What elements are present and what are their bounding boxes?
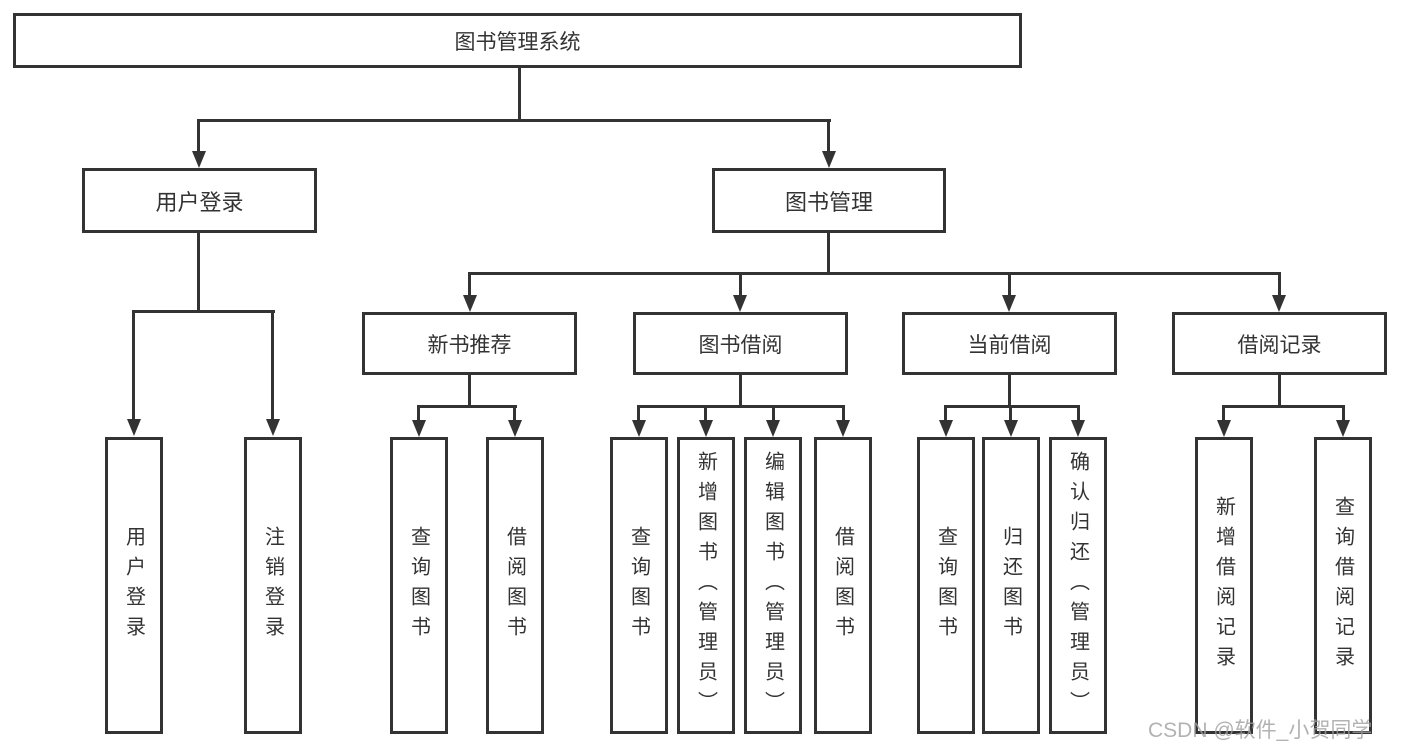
arrowhead-g4-leaf1 — [1217, 420, 1231, 437]
connector-group4-stem — [1278, 375, 1281, 408]
arrowhead-g2-leaf2 — [699, 420, 713, 437]
connector-login-drop — [197, 119, 200, 153]
leaf-g2-borrow-books-label: 借阅图书 — [831, 525, 854, 646]
connector-g3-leaf3-drop — [1077, 405, 1080, 423]
node-borrow-records-label: 借阅记录 — [1237, 333, 1322, 357]
connector-group1-stem — [468, 375, 471, 408]
arrowhead-g2-leaf3 — [766, 420, 780, 437]
node-book-borrow-label: 图书借阅 — [698, 333, 783, 357]
node-user-login-label: 用户登录 — [155, 189, 244, 215]
connector-g2-leaf3-drop — [772, 405, 775, 423]
leaf-g2-borrow-books: 借阅图书 — [814, 437, 872, 734]
connector-mgmt-drop — [827, 119, 830, 153]
node-new-book-recommend-label: 新书推荐 — [427, 333, 512, 357]
connector-group2-hline — [637, 405, 845, 408]
leaf-user-login: 用户登录 — [105, 437, 163, 734]
connector-group4-hline — [1222, 405, 1345, 408]
connector-login-leaf2-drop — [271, 310, 274, 420]
leaf-g4-query-borrow-record: 查询借阅记录 — [1314, 437, 1372, 734]
leaf-g2-query-books-label: 查询图书 — [627, 525, 650, 646]
arrowhead-g3-leaf2 — [1004, 420, 1018, 437]
connector-group1-hline — [417, 405, 517, 408]
leaf-g4-add-borrow-record: 新增借阅记录 — [1195, 437, 1253, 734]
connector-group2-stem — [739, 375, 742, 408]
leaf-user-login-label: 用户登录 — [122, 525, 145, 646]
leaf-g1-query-books: 查询图书 — [390, 437, 448, 734]
leaf-g3-confirm-return-admin: 确认归还（管理员） — [1049, 437, 1107, 734]
node-current-borrow: 当前借阅 — [902, 312, 1117, 375]
connector-g2-leaf4-drop — [842, 405, 845, 423]
connector-level2-hline — [468, 272, 1281, 275]
leaf-g3-return-books-label: 归还图书 — [999, 525, 1022, 646]
arrowhead-g3-leaf1 — [939, 420, 953, 437]
leaf-logout: 注销登录 — [244, 437, 302, 734]
connector-g3-leaf1-drop — [944, 405, 947, 423]
connector-level1-hline — [197, 119, 831, 122]
connector-group4-drop — [1278, 272, 1281, 298]
connector-g2-leaf1-drop — [637, 405, 640, 423]
arrowhead-g1-leaf1 — [412, 420, 426, 437]
leaf-g3-query-books: 查询图书 — [917, 437, 975, 734]
leaf-g3-return-books: 归还图书 — [982, 437, 1040, 734]
connector-login-hline — [133, 310, 275, 313]
leaf-logout-label: 注销登录 — [261, 525, 284, 646]
arrowhead-g2-leaf1 — [632, 420, 646, 437]
csdn-watermark: CSDN @软件_小贺同学 — [1148, 719, 1373, 742]
connector-group3-drop — [1008, 272, 1011, 298]
leaf-g2-edit-books-admin-label: 编辑图书（管理员） — [761, 450, 784, 721]
leaf-g1-borrow-books: 借阅图书 — [486, 437, 544, 734]
connector-login-leaf1-drop — [132, 310, 135, 420]
connector-group3-stem — [1008, 375, 1011, 408]
connector-group1-drop — [468, 272, 471, 298]
arrowhead-group1 — [463, 295, 477, 312]
arrowhead-group3 — [1002, 295, 1016, 312]
connector-g4-leaf1-drop — [1222, 405, 1225, 423]
leaf-g3-query-books-label: 查询图书 — [934, 525, 957, 646]
connector-g2-leaf2-drop — [704, 405, 707, 423]
arrowhead-login-leaf1 — [127, 419, 141, 436]
connector-g4-leaf2-drop — [1342, 405, 1345, 423]
leaf-g3-confirm-return-admin-label: 确认归还（管理员） — [1066, 450, 1089, 721]
leaf-g2-edit-books-admin: 编辑图书（管理员） — [744, 437, 802, 734]
connector-root-stem — [518, 68, 521, 122]
arrowhead-group2 — [733, 295, 747, 312]
arrowhead-mgmt — [822, 151, 836, 168]
node-new-book-recommend: 新书推荐 — [362, 312, 577, 375]
leaf-g1-borrow-books-label: 借阅图书 — [503, 525, 526, 646]
connector-g1-leaf1-drop — [417, 405, 420, 423]
connector-group3-hline — [944, 405, 1080, 408]
arrowhead-g1-leaf2 — [508, 420, 522, 437]
leaf-g2-add-books-admin-label: 新增图书（管理员） — [694, 450, 717, 721]
connector-g1-leaf2-drop — [513, 405, 516, 423]
arrowhead-g3-leaf3 — [1071, 420, 1085, 437]
node-user-login: 用户登录 — [82, 168, 317, 233]
leaf-g2-add-books-admin: 新增图书（管理员） — [677, 437, 735, 734]
node-book-management-label: 图书管理 — [784, 189, 873, 215]
arrowhead-group4 — [1272, 295, 1286, 312]
connector-group2-drop — [739, 272, 742, 298]
node-current-borrow-label: 当前借阅 — [967, 333, 1052, 357]
connector-g3-leaf2-drop — [1009, 405, 1012, 423]
leaf-g1-query-books-label: 查询图书 — [407, 525, 430, 646]
node-book-borrow: 图书借阅 — [633, 312, 848, 375]
node-borrow-records: 借阅记录 — [1172, 312, 1387, 375]
leaf-g2-query-books: 查询图书 — [610, 437, 668, 734]
leaf-g4-query-borrow-record-label: 查询借阅记录 — [1331, 495, 1354, 676]
arrowhead-login-leaf2 — [266, 419, 280, 436]
arrowhead-login — [192, 151, 206, 168]
connector-login-stem — [197, 233, 200, 313]
arrowhead-g2-leaf4 — [836, 420, 850, 437]
node-root-label: 图书管理系统 — [454, 30, 581, 54]
node-book-management: 图书管理 — [712, 168, 946, 233]
node-root: 图书管理系统 — [13, 13, 1022, 68]
connector-mgmt-stem — [827, 233, 830, 275]
arrowhead-g4-leaf2 — [1336, 420, 1350, 437]
leaf-g4-add-borrow-record-label: 新增借阅记录 — [1212, 495, 1235, 676]
